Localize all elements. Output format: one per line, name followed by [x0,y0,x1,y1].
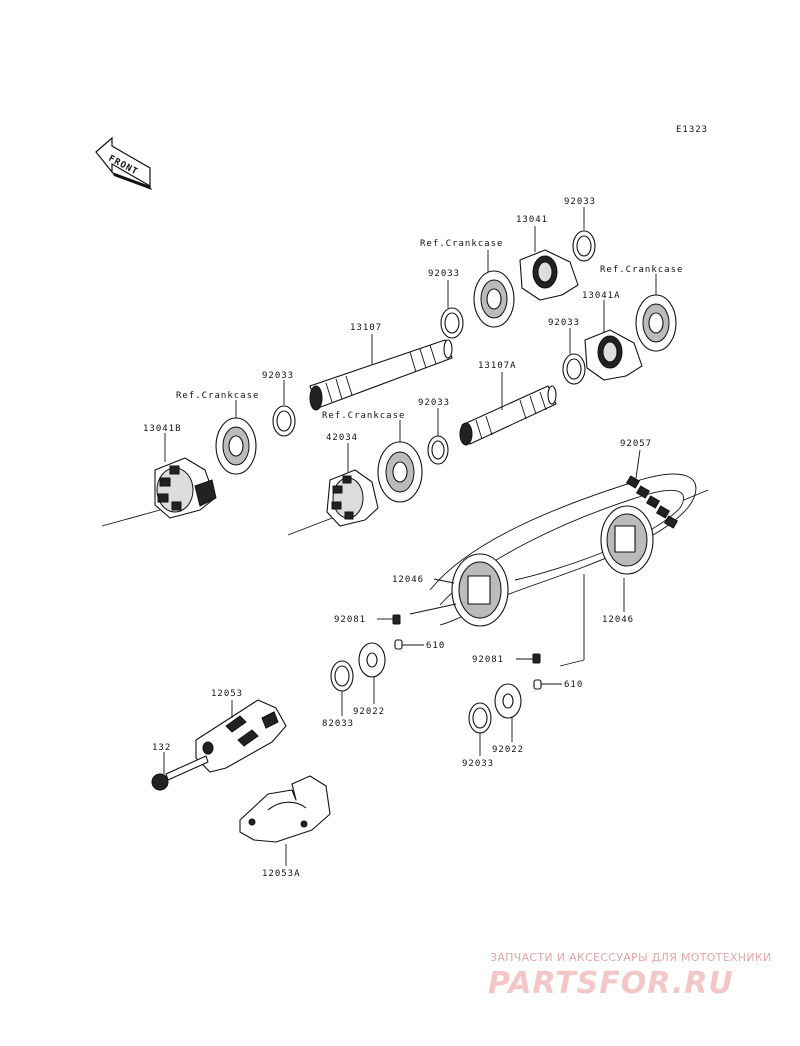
diagram-code: E1323 [676,125,708,135]
front-arrow-icon: FRONT [95,136,152,190]
label-13041A: 13041A [582,291,621,301]
shaft-13107A [459,385,557,446]
guide-12053 [195,699,287,773]
label-132: 132 [152,743,171,753]
label-refcase-mid: Ref.Crankcase [322,411,405,421]
label-610-left: 610 [426,641,445,651]
shaft-13107 [309,339,453,411]
circlip-upper-right [572,230,596,262]
label-92033-upper-right: 92033 [564,197,596,207]
label-12053: 12053 [211,689,243,699]
bolt-92081-right [532,653,541,664]
axis-line-mid [287,514,341,536]
axis-line-left [101,509,161,527]
circlip-mid-upper [440,307,464,339]
label-12053A: 12053A [262,869,301,879]
bolt-132 [151,755,209,791]
circlip-lower-right [468,702,492,734]
label-92081-right: 92081 [472,655,504,665]
bearing-left [215,417,257,475]
circlip-mid [427,435,449,465]
label-92057: 92057 [620,439,652,449]
washer-92022-right [494,683,522,719]
circlip-right [562,353,586,385]
sprocket-12046-left [451,553,509,627]
label-13107: 13107 [350,323,382,333]
label-12046-left: 12046 [392,575,424,585]
part-13041-hub [519,249,579,301]
label-610-right: 610 [564,680,583,690]
part-42034-hub [326,469,379,527]
watermark-logo: PARTSFOR.RU [488,966,734,1001]
circlip-left [272,405,296,437]
label-13041B: 13041B [143,424,182,434]
label-92033-mid-upper: 92033 [428,269,460,279]
bearing-upper [473,270,515,328]
label-refcase-left: Ref.Crankcase [176,391,259,401]
label-82033: 82033 [322,719,354,729]
label-92081-left: 92081 [334,615,366,625]
label-refcase-right: Ref.Crankcase [600,265,683,275]
label-92033-lower-right: 92033 [462,759,494,769]
label-42034: 42034 [326,433,358,443]
pin-610-left [394,639,403,650]
pin-610-right [533,679,542,690]
label-refcase-upper: Ref.Crankcase [420,239,503,249]
label-92022-left: 92022 [353,707,385,717]
label-13041: 13041 [516,215,548,225]
sprocket-12046-right [600,505,654,575]
circlip-82033 [330,660,354,692]
bearing-right [635,294,677,352]
washer-92022-left [358,642,386,678]
guide-12053A [239,775,331,843]
part-13041A-hub [584,329,643,381]
label-92033-left: 92033 [262,371,294,381]
label-92022-right: 92022 [492,745,524,755]
drive-chain-92057 [429,473,697,626]
label-92033-mid: 92033 [418,398,450,408]
bolt-92081-left [392,614,401,625]
part-13041B-hub [154,457,217,519]
bearing-mid [377,441,423,503]
label-13107A: 13107A [478,361,517,371]
label-12046-right: 12046 [602,615,634,625]
label-92033-right: 92033 [548,318,580,328]
watermark-tagline: ЗАПЧАСТИ И АКСЕССУАРЫ ДЛЯ МОТОТЕХНИКИ [490,951,772,964]
